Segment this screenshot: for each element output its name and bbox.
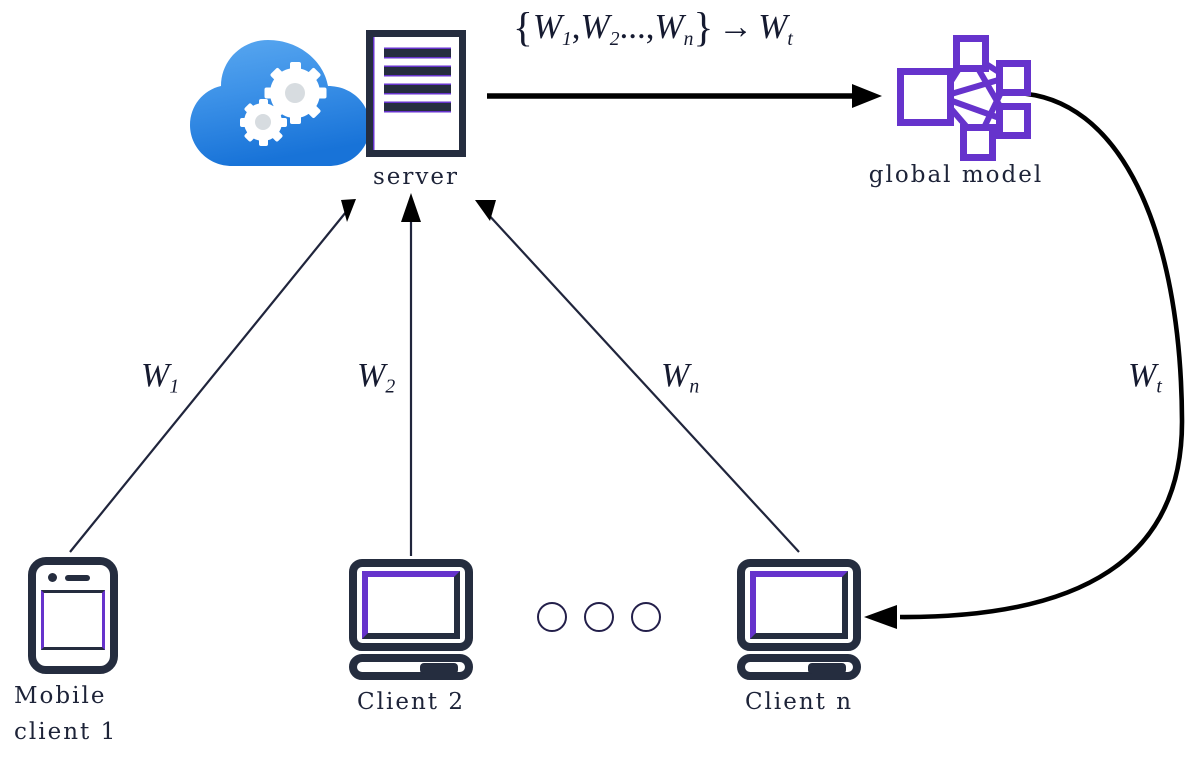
ellipsis-dot xyxy=(631,602,661,632)
edge-label-wt-sub: t xyxy=(1156,375,1162,398)
server-label: server xyxy=(372,164,460,190)
edge-label-w2-sub: 2 xyxy=(385,375,396,398)
formula-arrow-icon: → xyxy=(718,7,754,47)
edge-label-wn-base: W xyxy=(661,357,690,394)
client2-label: Client 2 xyxy=(357,689,465,715)
global-model-label: global model xyxy=(868,162,1044,188)
edge-label-w1-sub: 1 xyxy=(169,375,180,398)
server-line xyxy=(384,103,451,111)
edge-label-wt-base: W xyxy=(1128,357,1157,394)
clientn-drive-slot xyxy=(808,663,846,674)
phone-screen xyxy=(41,590,105,650)
edge-label-wt: Wt xyxy=(1128,359,1162,397)
global-model-input-unit xyxy=(897,68,954,126)
global-model-output-unit-bottom xyxy=(996,103,1031,139)
client2-drive-slot xyxy=(420,663,458,674)
edge-label-w1: W1 xyxy=(141,359,179,397)
mobile-client-label: Mobile client 1 xyxy=(14,683,118,745)
formula-w1: W xyxy=(532,7,562,47)
global-model-hidden-unit-bottom xyxy=(960,124,996,161)
edge-mobile-to-server xyxy=(69,199,356,553)
mobile-client-icon[interactable] xyxy=(28,557,118,674)
aggregation-formula: {W1,W2...,Wn}→Wt xyxy=(513,4,793,50)
formula-ellipsis: ..., xyxy=(619,7,655,47)
edge-label-wn-sub: n xyxy=(689,375,700,398)
formula-open-brace: { xyxy=(513,4,533,50)
edge-client2-to-server xyxy=(401,193,421,556)
edge-label-w1-base: W xyxy=(141,357,170,394)
clientn-monitor[interactable] xyxy=(737,559,861,651)
clientn-screen xyxy=(750,571,848,639)
phone-camera-icon xyxy=(48,573,57,582)
client2-monitor[interactable] xyxy=(349,559,473,651)
client2-base xyxy=(349,654,473,680)
global-model-output-unit-top xyxy=(996,60,1031,96)
edge-label-w2: W2 xyxy=(357,359,395,397)
ellipsis-dot xyxy=(537,602,567,632)
clientn-base xyxy=(737,654,861,680)
server-line xyxy=(384,67,451,75)
formula-wn: W xyxy=(654,7,684,47)
formula-w2: W xyxy=(580,7,610,47)
client2-screen xyxy=(362,571,460,639)
edge-label-wn: Wn xyxy=(661,359,699,397)
formula-sub-n: n xyxy=(683,28,694,50)
formula-sub-1: 1 xyxy=(561,28,572,50)
edge-label-w2-base: W xyxy=(357,357,386,394)
edge-server-to-global-model xyxy=(487,84,882,108)
formula-sub-2: 2 xyxy=(609,28,620,50)
phone-speaker-icon xyxy=(65,575,90,581)
edge-clientn-to-server xyxy=(475,200,800,553)
ellipsis-dot xyxy=(584,602,614,632)
cloud-gears-icon xyxy=(190,40,370,166)
formula-sub-t: t xyxy=(787,28,793,50)
server-icon[interactable] xyxy=(366,30,466,157)
edge-global-model-to-clientn xyxy=(864,90,1185,629)
formula-comma-1: , xyxy=(571,7,581,47)
formula-wt: W xyxy=(758,7,788,47)
global-model-hidden-unit-top xyxy=(953,35,989,72)
clientn-label: Client n xyxy=(744,689,854,715)
server-line xyxy=(384,85,451,93)
formula-close-brace: } xyxy=(693,4,714,50)
server-line xyxy=(384,49,451,57)
